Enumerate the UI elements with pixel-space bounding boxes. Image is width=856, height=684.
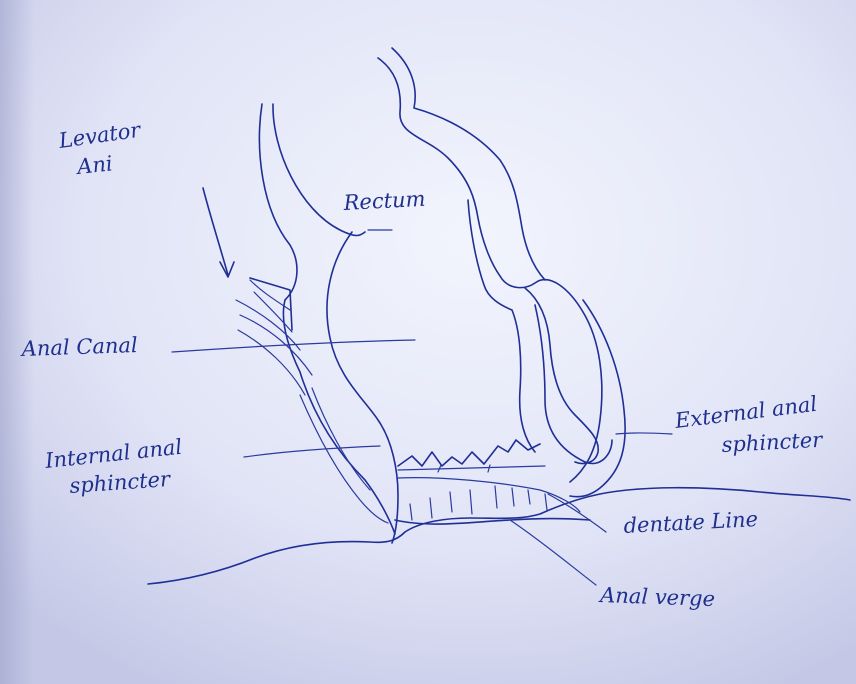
label-rectum: Rectum: [342, 187, 426, 215]
label-anal-verge: Anal verge: [598, 583, 716, 611]
label-anal-canal: Anal Canal: [19, 333, 138, 361]
label-levator-ani-line2: Ani: [74, 151, 114, 179]
